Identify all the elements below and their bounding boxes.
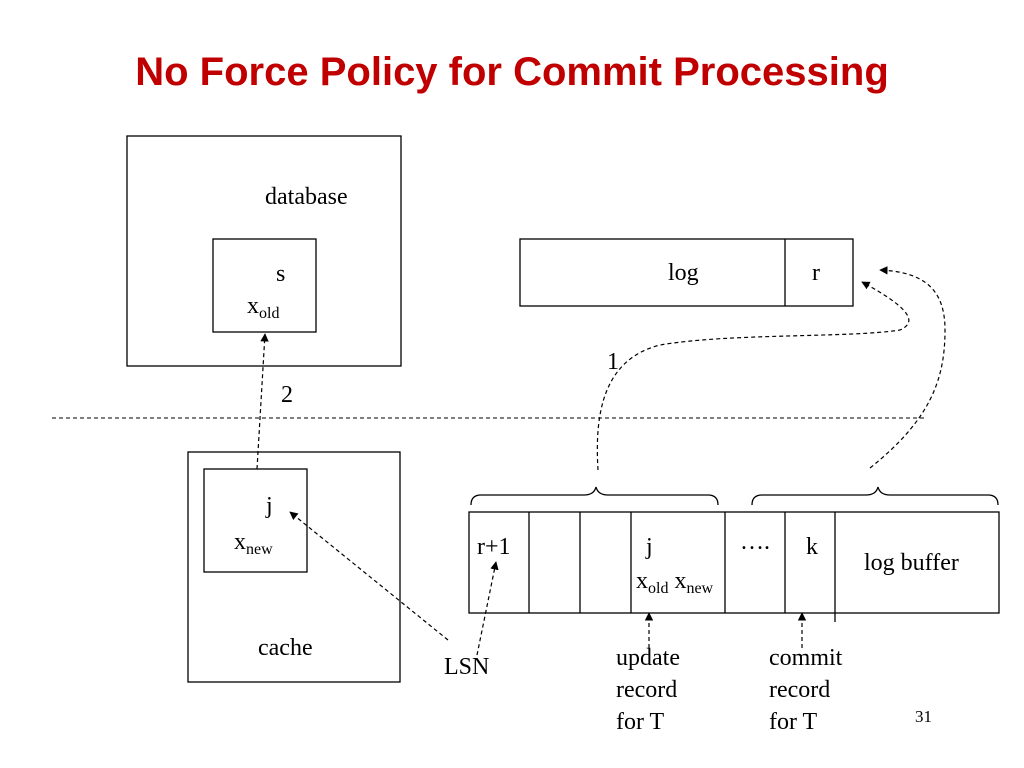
unflushed-records-brace bbox=[751, 486, 999, 506]
arrow-step2 bbox=[256, 333, 269, 470]
database-page-label: s bbox=[276, 261, 286, 287]
cache-page-box bbox=[203, 468, 308, 573]
log-buffer-first-record: r+1 bbox=[477, 534, 511, 560]
commit-record-label: k bbox=[806, 534, 818, 560]
commit-record-annotation: commit record for T bbox=[769, 645, 843, 735]
log-buffer-ellipsis: …. bbox=[740, 529, 770, 555]
arrow-lsn-to-cache-page bbox=[289, 511, 449, 641]
log-label: log bbox=[668, 260, 699, 286]
database-label: database bbox=[265, 184, 348, 210]
lsn-label: LSN bbox=[444, 654, 490, 680]
log-box bbox=[519, 238, 854, 307]
log-buffer-box bbox=[468, 511, 1000, 614]
step-1-label: 1 bbox=[607, 349, 619, 375]
update-record-label: j bbox=[646, 534, 653, 560]
update-record-values: xold xnew bbox=[636, 568, 714, 597]
database-page-box bbox=[212, 238, 317, 333]
cache-box bbox=[187, 451, 401, 683]
database-box bbox=[126, 135, 402, 367]
cache-label: cache bbox=[258, 635, 313, 661]
arrow-lsn-to-record bbox=[476, 561, 499, 656]
arrow-log-buffer-to-log bbox=[869, 266, 946, 469]
flushed-records-brace bbox=[470, 486, 719, 506]
step-2-label: 2 bbox=[281, 382, 293, 408]
arrow-step1 bbox=[596, 281, 910, 471]
update-record-annotation: update record for T bbox=[616, 645, 680, 735]
log-buffer-label: log buffer bbox=[864, 550, 959, 576]
cache-page-label: j bbox=[266, 493, 273, 519]
cache-page-value: xnew bbox=[234, 529, 273, 558]
slide-title: No Force Policy for Commit Processing bbox=[135, 50, 889, 94]
log-last-record: r bbox=[812, 260, 820, 286]
database-page-value: xold bbox=[247, 293, 280, 322]
page-number: 31 bbox=[915, 707, 932, 726]
